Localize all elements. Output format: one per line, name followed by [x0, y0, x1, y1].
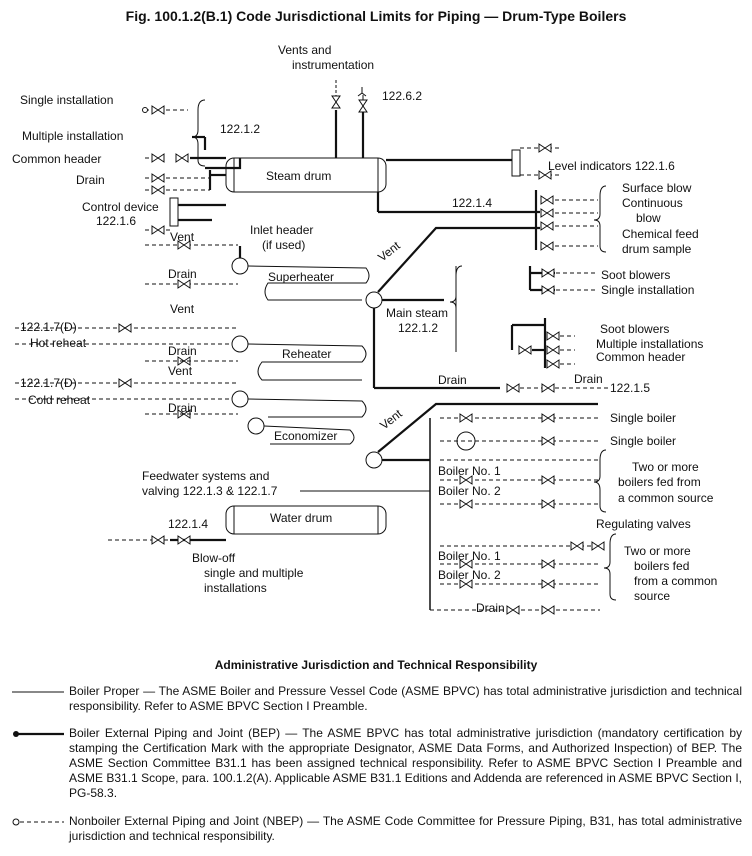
- dashed-line-symbol: [12, 818, 64, 826]
- label-boiler-no1-a: Boiler No. 1: [438, 464, 501, 478]
- label-soot-blowers: Soot blowers: [601, 268, 670, 282]
- label-vents: Vents and: [278, 43, 331, 57]
- label-common-header: Common header: [12, 152, 101, 166]
- label-if-used: (if used): [262, 238, 305, 252]
- label-regulating-valves: Regulating valves: [596, 517, 691, 531]
- label-drain-7: Drain: [476, 601, 505, 615]
- label-1212: 122.1.2: [220, 122, 260, 136]
- label-vent-diag-2: Vent: [377, 406, 405, 432]
- label-1215: 122.1.5: [610, 381, 650, 395]
- label-level-indicators: Level indicators 122.1.6: [548, 159, 675, 173]
- label-drain-2: Drain: [168, 267, 197, 281]
- label-superheater: Superheater: [268, 270, 334, 284]
- label-boilers-fed-from: boilers fed from: [618, 475, 701, 489]
- label-source: source: [634, 589, 670, 603]
- label-blowoff-2: single and multiple: [204, 566, 304, 580]
- label-vent-1: Vent: [170, 230, 195, 244]
- label-boilers-fed: boilers fed: [634, 559, 689, 573]
- label-1216: 122.1.6: [96, 214, 136, 228]
- legend-title: Administrative Jurisdiction and Technica…: [214, 658, 538, 672]
- label-single-boiler-1: Single boiler: [610, 411, 676, 425]
- label-drain-1: Drain: [76, 173, 105, 187]
- label-continuous: Continuous: [622, 196, 683, 210]
- label-feedwater: Feedwater systems and: [142, 469, 269, 483]
- label-vents-2: instrumentation: [292, 58, 374, 72]
- label-1217d-1: 122.1.7(D): [20, 320, 77, 334]
- label-control-device: Control device: [82, 200, 159, 214]
- label-single-installation: Single installation: [20, 93, 113, 107]
- label-vent-3: Vent: [168, 364, 193, 378]
- label-soot-single: Single installation: [601, 283, 694, 297]
- thin-line-symbol: [12, 691, 64, 693]
- label-blowoff: Blow-off: [192, 551, 236, 565]
- label-reheater: Reheater: [282, 347, 331, 361]
- legend-nbep-text: Nonboiler External Piping and Joint (NBE…: [69, 814, 742, 843]
- legend-boiler-proper-text: Boiler Proper — The ASME Boiler and Pres…: [69, 684, 742, 713]
- label-cold-reheat: Cold reheat: [28, 393, 91, 407]
- legend-boiler-proper: Boiler Proper — The ASME Boiler and Pres…: [12, 684, 742, 714]
- label-boiler-no1-b: Boiler No. 1: [438, 549, 501, 563]
- label-vent-2: Vent: [170, 302, 195, 316]
- label-vent-diag-1: Vent: [375, 238, 403, 264]
- thick-line-symbol: [13, 731, 64, 737]
- figure-title: Fig. 100.1.2(B.1) Code Jurisdictional Li…: [125, 8, 627, 24]
- legend-bep-text: Boiler External Piping and Joint (BEP) —…: [69, 726, 742, 800]
- label-1214: 122.1.4: [452, 196, 492, 210]
- label-1217d-2: 122.1.7(D): [20, 376, 77, 390]
- water-drum-vessel: [225, 505, 387, 535]
- label-drum-sample: drum sample: [622, 242, 692, 256]
- piping-diagram: Vents and instrumentation 122.6.2 Single…: [12, 43, 717, 615]
- label-valving: valving 122.1.3 & 122.1.7: [142, 484, 278, 498]
- label-boiler-no2-a: Boiler No. 2: [438, 484, 501, 498]
- label-hot-reheat: Hot reheat: [30, 336, 87, 350]
- label-main-steam-ref: 122.1.2: [398, 321, 438, 335]
- legend-bep: Boiler External Piping and Joint (BEP) —…: [12, 726, 742, 801]
- label-1214b: 122.1.4: [168, 517, 208, 531]
- label-economizer: Economizer: [274, 429, 337, 443]
- label-drain-3: Drain: [168, 344, 197, 358]
- label-drain-4: Drain: [574, 372, 603, 386]
- label-inlet-header: Inlet header: [250, 223, 313, 237]
- label-drain-5: Drain: [438, 373, 467, 387]
- label-two-or-more: Two or more: [632, 460, 699, 474]
- label-single-boiler-2: Single boiler: [610, 434, 676, 448]
- label-common-header-2: Common header: [596, 350, 685, 364]
- label-a-common-source: a common source: [618, 491, 714, 505]
- label-boiler-no2-b: Boiler No. 2: [438, 568, 501, 582]
- label-multiple-installation: Multiple installation: [22, 129, 123, 143]
- label-water-drum: Water drum: [270, 511, 332, 525]
- label-blowoff-3: installations: [204, 581, 267, 595]
- label-chemical-feed: Chemical feed: [622, 227, 699, 241]
- label-two-or-more-2: Two or more: [624, 544, 691, 558]
- label-soot-blowers-2: Soot blowers: [600, 322, 669, 336]
- label-blow: blow: [636, 211, 661, 225]
- label-main-steam: Main steam: [386, 306, 448, 320]
- label-multiple-installations: Multiple installations: [596, 337, 703, 351]
- label-surface-blow: Surface blow: [622, 181, 692, 195]
- legend-nbep: Nonboiler External Piping and Joint (NBE…: [12, 814, 742, 844]
- label-1226: 122.6.2: [382, 89, 422, 103]
- label-steam-drum: Steam drum: [266, 169, 331, 183]
- label-drain-6: Drain: [168, 401, 197, 415]
- label-from-common: from a common: [634, 574, 717, 588]
